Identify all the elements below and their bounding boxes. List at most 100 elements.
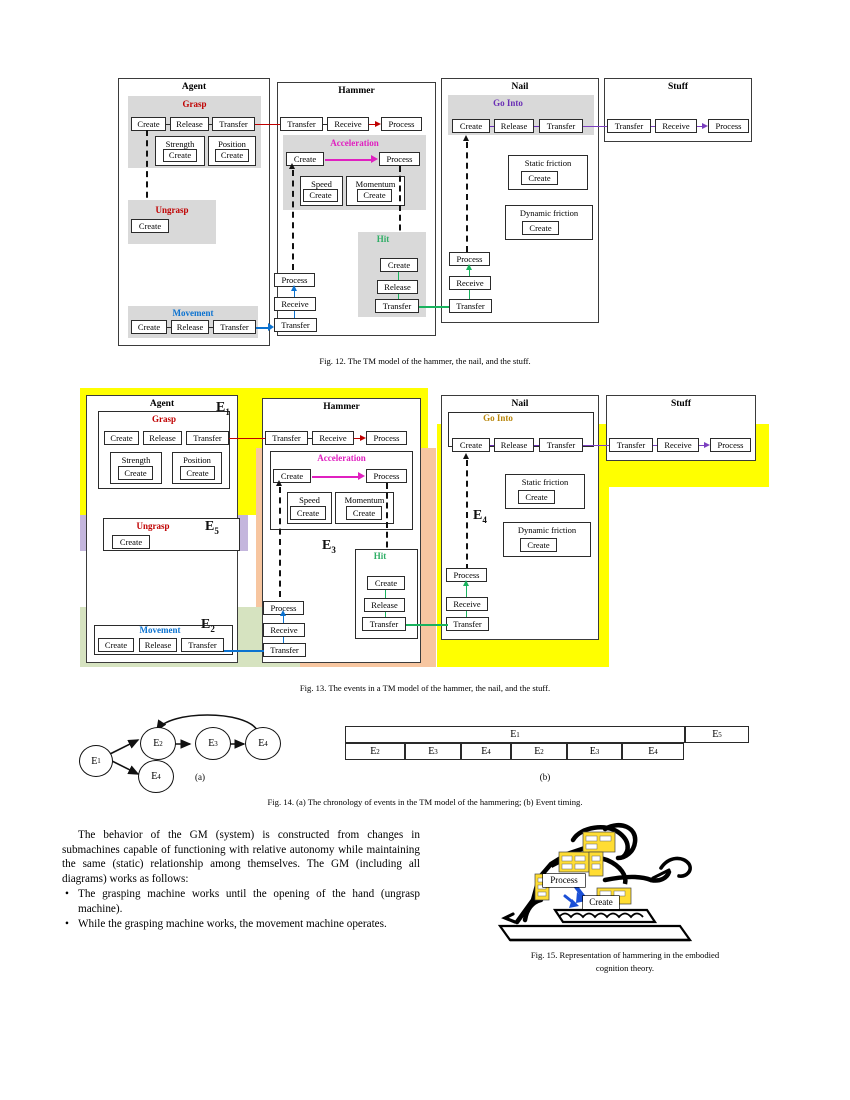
fig15-caption-line1: Fig. 15. Representation of hammering in … bbox=[530, 950, 720, 960]
fig12-grasp-label: Grasp bbox=[182, 99, 207, 109]
fig13-stuff-link-2 bbox=[699, 445, 705, 446]
fig13-dynamic-friction-create: Create bbox=[520, 538, 557, 552]
fig13-movement-create: Create bbox=[98, 638, 134, 652]
fig13-hit-label: Hit bbox=[373, 551, 387, 561]
fig12-hit-label: Hit bbox=[376, 234, 390, 244]
fig12-grasp-create: Create bbox=[131, 117, 166, 131]
fig13-movement-transfer: Transfer bbox=[181, 638, 224, 652]
fig12-momentum-create: Create bbox=[357, 189, 392, 202]
fig12-ungrasp-label: Ungrasp bbox=[155, 205, 189, 215]
fig13-acceleration-label: Acceleration bbox=[317, 453, 366, 463]
fig12-nail-bottom-receive: Receive bbox=[449, 276, 491, 290]
fig13-accel-process: Process bbox=[366, 469, 407, 483]
fig12-position-label: Position bbox=[218, 139, 246, 149]
fig13-accel-arrowhead bbox=[358, 472, 365, 480]
fig12-agent-dashed-line bbox=[146, 130, 148, 208]
fig13-stuff-arrowhead bbox=[704, 441, 710, 448]
fig14a-graph-edges bbox=[109, 714, 258, 775]
fig12-hammer-transfer: Transfer bbox=[280, 117, 323, 131]
fig12-nail-title: Nail bbox=[511, 82, 529, 92]
fig13-stuff-link-1 bbox=[653, 445, 657, 446]
fig13-speed-create: Create bbox=[290, 506, 326, 520]
fig13-strength-create: Create bbox=[118, 466, 153, 480]
fig13-event-label-e4: E4 bbox=[473, 508, 487, 525]
fig13-movement-label: Movement bbox=[139, 625, 181, 635]
fig13-hammer-transfer: Transfer bbox=[265, 431, 308, 445]
fig13-gointo-link-1 bbox=[490, 445, 494, 446]
fig13-strength-label: Strength bbox=[121, 455, 151, 465]
fig12-dynamic-friction-create: Create bbox=[522, 221, 559, 235]
fig13-hit-release: Release bbox=[364, 598, 405, 612]
body-paragraph: The behavior of the GM (system) is const… bbox=[62, 829, 420, 885]
fig13-momentum-label: Momentum bbox=[344, 495, 385, 505]
fig13-nail-bottom-transfer: Transfer bbox=[446, 617, 489, 631]
fig12-hammer-dashed-up-arrow bbox=[289, 163, 295, 169]
fig13-nail-bottom-link-1 bbox=[466, 585, 467, 597]
fig12-nail-dashed bbox=[466, 142, 468, 252]
fig12-hit-create: Create bbox=[380, 258, 418, 272]
fig13-hammer-dashed-right bbox=[386, 483, 388, 567]
fig13-hammer-bottom-arrow-up bbox=[280, 610, 286, 616]
fig13-accel-arrow-line bbox=[312, 476, 360, 478]
fig12-agent-title: Agent bbox=[181, 82, 207, 92]
fig13-momentum-create: Create bbox=[346, 506, 382, 520]
fig12-grasp-release: Release bbox=[170, 117, 209, 131]
fig12-speed-create: Create bbox=[303, 189, 338, 202]
fig12-position-create: Create bbox=[215, 149, 249, 162]
fig13-speed-label: Speed bbox=[299, 495, 320, 505]
fig12-hammer-bottom-link-1 bbox=[294, 290, 295, 297]
fig12-nail-bottom-transfer: Transfer bbox=[449, 299, 492, 313]
fig12-grasp-link-2 bbox=[209, 124, 212, 125]
fig12-stuff-transfer: Transfer bbox=[607, 119, 651, 133]
fig12-speed-label: Speed bbox=[311, 179, 332, 189]
fig13-event-label-e2: E2 bbox=[201, 617, 215, 634]
fig12-gointo-label: Go Into bbox=[493, 98, 523, 108]
fig12-arrow-movement-head bbox=[268, 323, 274, 331]
fig12-momentum-label: Momentum bbox=[355, 179, 396, 189]
fig12-hammer-title: Hammer bbox=[338, 86, 375, 96]
fig12-arrow-nail-to-stuff bbox=[583, 126, 607, 127]
fig13-grasp-release: Release bbox=[143, 431, 182, 445]
fig13-hammer-dashed-up-arrow bbox=[276, 480, 282, 486]
fig13-hit-transfer: Transfer bbox=[362, 617, 406, 631]
fig12-stuff-link-1 bbox=[651, 126, 655, 127]
fig13-nail-title: Nail bbox=[511, 399, 529, 409]
fig12-dynamic-friction-label: Dynamic friction bbox=[519, 208, 579, 218]
fig12-movement-link-1 bbox=[167, 327, 171, 328]
fig12-movement-link-2 bbox=[209, 327, 213, 328]
fig12-hit-link-2 bbox=[398, 294, 399, 299]
fig13-agent-title: Agent bbox=[149, 399, 175, 409]
fig13-gointo-release: Release bbox=[494, 438, 534, 452]
fig14a-sublabel: (a) bbox=[195, 772, 205, 782]
fig12-nail-dashed-arrow bbox=[463, 135, 469, 141]
fig13-hammer-dashed-left bbox=[279, 487, 281, 597]
fig12-hammer-bottom-arrow-up bbox=[291, 285, 297, 291]
fig13-event-label-e5: E5 bbox=[205, 519, 219, 536]
fig13-hammer-top-arrowhead bbox=[360, 434, 366, 441]
fig12-grasp-link-1 bbox=[166, 124, 170, 125]
figure-12: Agent Grasp Create Release Transfer Stre… bbox=[0, 0, 850, 380]
fig15-caption-line2: cognition theory. bbox=[595, 963, 655, 973]
fig12-ungrasp-create: Create bbox=[131, 219, 169, 233]
fig13-hammer-bottom-transfer: Transfer bbox=[263, 643, 306, 657]
fig12-grasp-transfer: Transfer bbox=[212, 117, 255, 131]
fig13-caption: Fig. 13. The events in a TM model of the… bbox=[299, 683, 551, 693]
fig12-stuff-arrowhead bbox=[702, 122, 708, 129]
fig12-arrow-movement bbox=[256, 327, 270, 329]
fig12-movement-release: Release bbox=[171, 320, 209, 334]
fig14-caption: Fig. 14. (a) The chronology of events in… bbox=[267, 797, 583, 807]
body-text-column: The behavior of the GM (system) is const… bbox=[62, 828, 420, 932]
fig13-position-create: Create bbox=[180, 466, 215, 480]
fig15-hammering-illustration bbox=[497, 823, 693, 942]
fig12-hammer-top-arrowhead bbox=[375, 120, 381, 127]
fig13-grasp-label: Grasp bbox=[151, 414, 176, 424]
body-bullet-1: The grasping machine works until the ope… bbox=[65, 887, 420, 916]
fig13-static-friction-label: Static friction bbox=[521, 477, 569, 487]
fig12-gointo-link-2 bbox=[534, 126, 539, 127]
fig12-caption: Fig. 12. The TM model of the hammer, the… bbox=[319, 356, 531, 366]
fig12-nail-bottom-link-1 bbox=[469, 269, 470, 276]
